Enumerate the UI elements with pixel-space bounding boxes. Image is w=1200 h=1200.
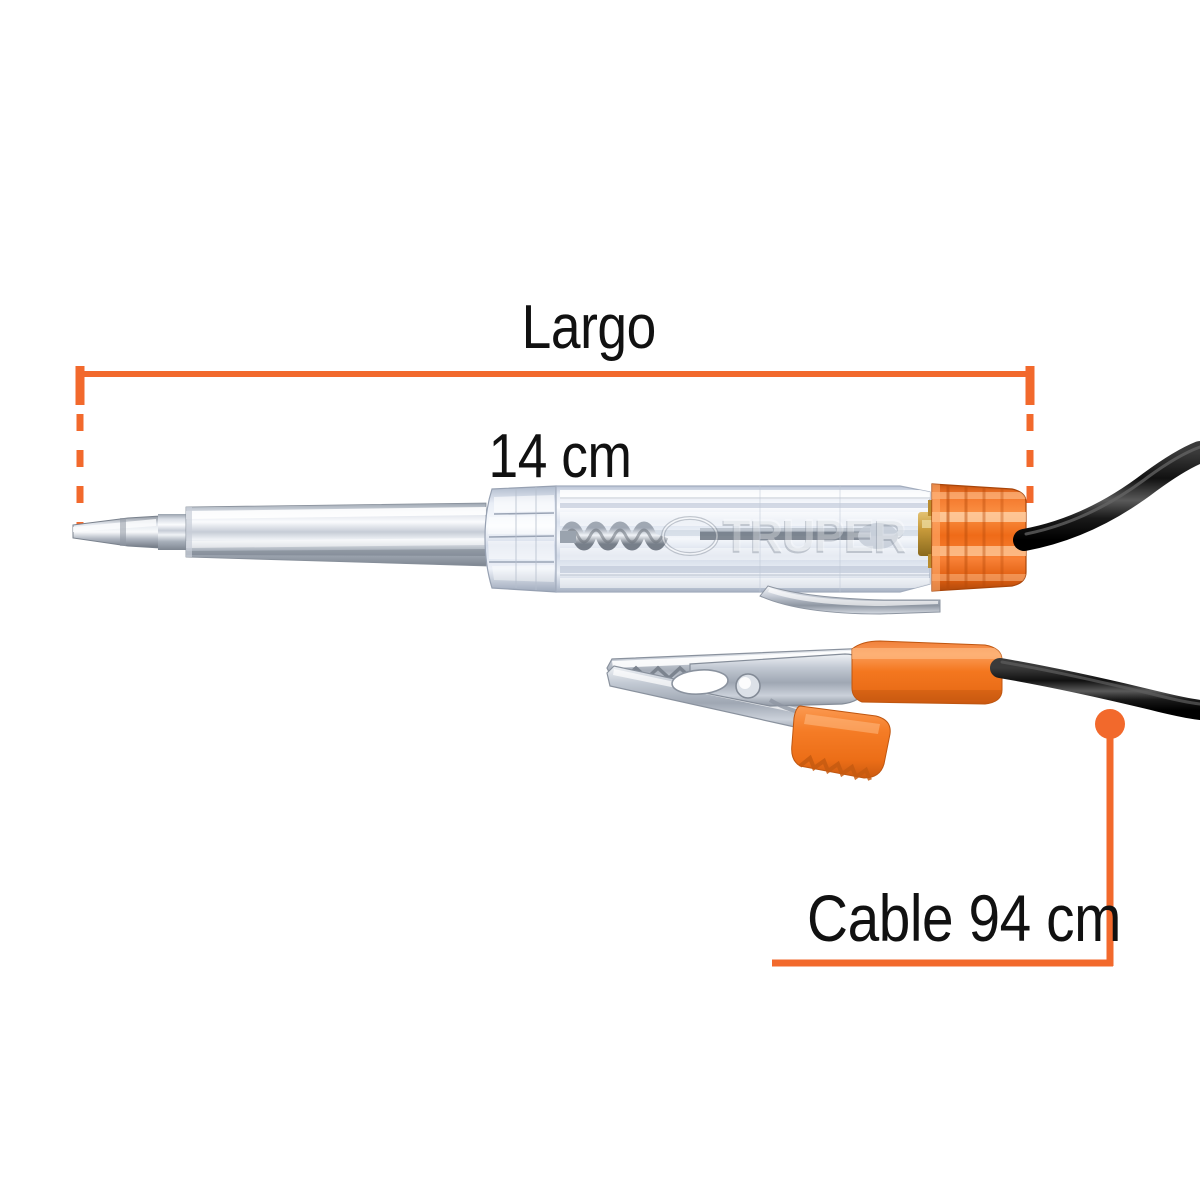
ribbed-collar [484, 485, 557, 593]
orange-lower-grip [791, 705, 891, 781]
black-cable-upper [1013, 441, 1200, 551]
svg-text:TRUPER: TRUPER [723, 509, 907, 561]
orange-end-cap [931, 483, 1027, 592]
orange-upper-grip [851, 640, 1003, 705]
clear-plastic-handle: TRUPER TRUPER [555, 485, 931, 593]
blade-neck [158, 514, 188, 550]
length-dimension-annotation [75, 366, 1035, 534]
black-cable-lower [990, 658, 1200, 720]
alligator-clip [606, 640, 1200, 781]
circuit-tester-screwdriver: TRUPER TRUPER [72, 441, 1200, 615]
internal-spring [560, 521, 669, 551]
length-label-title: Largo [521, 293, 657, 363]
length-label-value: 14 cm [488, 422, 632, 492]
svg-text:TRUPER: TRUPER [722, 511, 906, 563]
cable-leader-annotation [772, 709, 1125, 967]
length-label: Largo 14 cm [379, 232, 740, 619]
clip-cutout [671, 669, 729, 695]
cable-label: Cable 94 cm [807, 881, 1121, 955]
brand-emboss: TRUPER TRUPER [661, 509, 908, 563]
internal-element [700, 531, 870, 540]
lower-grip-teeth [798, 754, 872, 781]
